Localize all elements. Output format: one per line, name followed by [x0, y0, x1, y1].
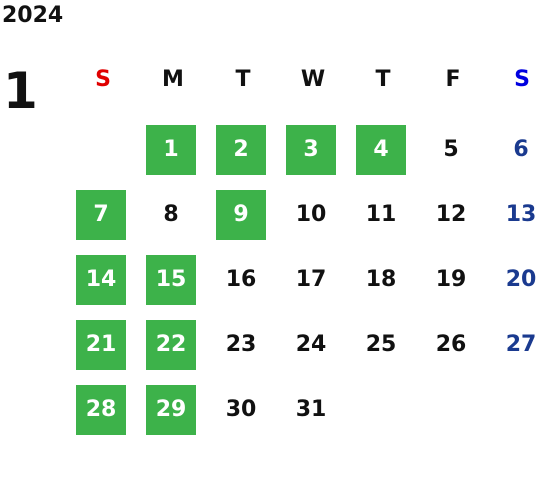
day-cell-10[interactable]: 10 — [295, 202, 327, 227]
day-cell-23[interactable]: 23 — [225, 332, 257, 357]
day-cell-25[interactable]: 25 — [365, 332, 397, 357]
day-cell-5[interactable]: 5 — [443, 137, 459, 162]
weekday-mon: M — [162, 67, 184, 92]
day-cell-29[interactable]: 29 — [146, 385, 196, 435]
day-cell-17[interactable]: 17 — [295, 267, 327, 292]
day-cell-4[interactable]: 4 — [356, 125, 406, 175]
day-cell-26[interactable]: 26 — [435, 332, 467, 357]
day-cell-7[interactable]: 7 — [76, 190, 126, 240]
weekday-thu: T — [375, 67, 391, 92]
day-cell-2[interactable]: 2 — [216, 125, 266, 175]
day-cell-3[interactable]: 3 — [286, 125, 336, 175]
month-number: 1 — [3, 62, 38, 120]
day-cell-14[interactable]: 14 — [76, 255, 126, 305]
day-cell-31[interactable]: 31 — [295, 397, 327, 422]
day-cell-27[interactable]: 27 — [505, 332, 537, 357]
day-cell-21[interactable]: 21 — [76, 320, 126, 370]
weekday-sun: S — [95, 67, 111, 92]
day-cell-28[interactable]: 28 — [76, 385, 126, 435]
day-cell-19[interactable]: 19 — [435, 267, 467, 292]
day-cell-9[interactable]: 9 — [216, 190, 266, 240]
day-cell-11[interactable]: 11 — [365, 202, 397, 227]
weekday-sat: S — [514, 67, 530, 92]
day-cell-18[interactable]: 18 — [365, 267, 397, 292]
day-cell-8[interactable]: 8 — [163, 202, 179, 227]
day-cell-6[interactable]: 6 — [513, 137, 529, 162]
day-cell-12[interactable]: 12 — [435, 202, 467, 227]
day-cell-1[interactable]: 1 — [146, 125, 196, 175]
day-cell-24[interactable]: 24 — [295, 332, 327, 357]
day-cell-16[interactable]: 16 — [225, 267, 257, 292]
day-cell-13[interactable]: 13 — [505, 202, 537, 227]
weekday-tue: T — [235, 67, 251, 92]
day-cell-20[interactable]: 20 — [505, 267, 537, 292]
day-cell-22[interactable]: 22 — [146, 320, 196, 370]
year-label: 2024 — [2, 3, 64, 28]
weekday-fri: F — [445, 67, 461, 92]
weekday-wed: W — [300, 67, 326, 92]
day-cell-15[interactable]: 15 — [146, 255, 196, 305]
day-cell-30[interactable]: 30 — [225, 397, 257, 422]
